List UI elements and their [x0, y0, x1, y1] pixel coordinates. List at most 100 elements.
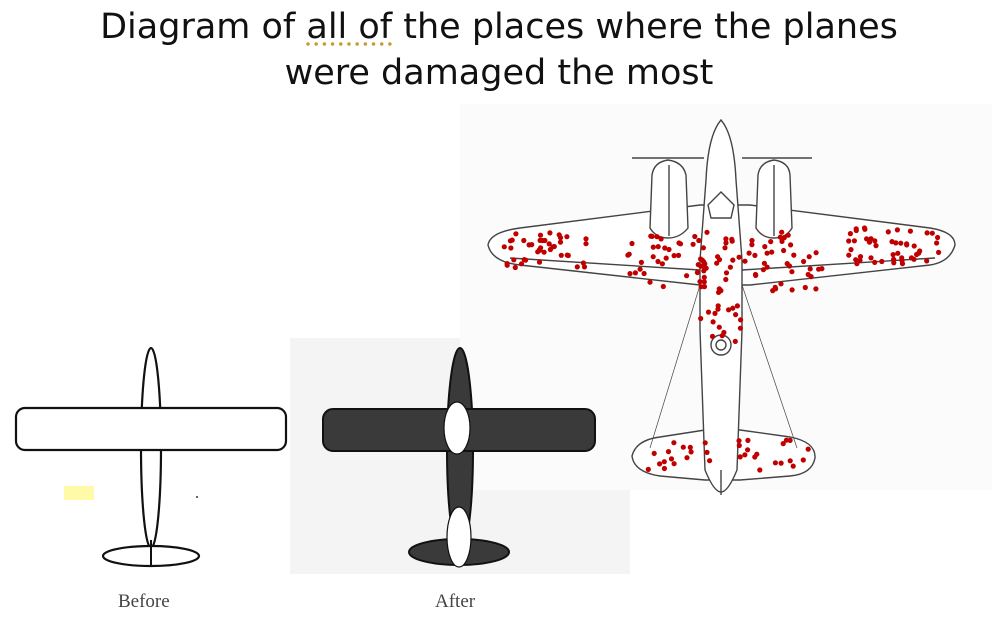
- damage-dot: [787, 458, 793, 464]
- damage-dot: [907, 228, 914, 234]
- damage-dot: [696, 237, 702, 244]
- damage-dot: [518, 261, 525, 267]
- damage-dot: [715, 306, 721, 312]
- damage-dot: [813, 250, 819, 256]
- damage-dot: [924, 230, 930, 236]
- damage-dot: [760, 267, 767, 273]
- damage-dot: [934, 240, 940, 246]
- bomber-cockpit: [707, 191, 735, 219]
- damage-dot: [661, 459, 667, 465]
- before-wing: [14, 406, 288, 452]
- damage-dot: [512, 264, 518, 271]
- damage-dot: [511, 257, 517, 263]
- damage-dot: [694, 269, 701, 276]
- damage-dot: [917, 248, 923, 254]
- damage-dot: [677, 241, 684, 247]
- damage-dot: [730, 257, 736, 263]
- damage-dot: [657, 461, 663, 467]
- damage-dot: [680, 444, 686, 450]
- damage-dot: [726, 307, 732, 313]
- after-unshaded-engine: [446, 506, 472, 568]
- damage-dot: [564, 234, 570, 240]
- damage-dot: [654, 234, 660, 240]
- damage-dot: [537, 232, 544, 238]
- damage-dot: [722, 245, 728, 251]
- damage-dot: [723, 276, 729, 283]
- damage-dot: [697, 279, 703, 285]
- damage-dot: [872, 259, 878, 265]
- damage-dot: [787, 437, 793, 443]
- damage-dot: [736, 442, 742, 449]
- damage-dot: [895, 250, 901, 256]
- damage-dot: [936, 249, 942, 255]
- damage-dot: [557, 235, 564, 241]
- damage-dot: [501, 244, 507, 250]
- damage-dot: [627, 271, 633, 277]
- damage-dot: [687, 444, 693, 450]
- damage-dot: [790, 463, 796, 469]
- damage-dot: [807, 266, 813, 272]
- damage-dot: [580, 260, 587, 266]
- damage-dot: [665, 449, 672, 455]
- damage-dot: [666, 246, 672, 253]
- damage-dot: [891, 260, 897, 266]
- damage-dot: [668, 456, 675, 462]
- damage-dot: [662, 245, 668, 251]
- damage-dot: [819, 266, 825, 272]
- damage-dot: [625, 252, 631, 258]
- damage-dot: [732, 338, 738, 344]
- damage-dot: [504, 262, 510, 268]
- damage-dot: [752, 271, 759, 278]
- damage-dot: [701, 279, 707, 285]
- damage-dot: [716, 324, 722, 330]
- damage-dot: [704, 229, 710, 235]
- damage-dot: [701, 274, 707, 280]
- damage-dot: [723, 270, 730, 276]
- damage-dot: [557, 239, 564, 245]
- damage-dot: [737, 454, 743, 460]
- damage-dot: [749, 242, 755, 248]
- damage-dot: [769, 249, 775, 255]
- damage-dot: [788, 242, 794, 248]
- damage-dot: [784, 261, 790, 267]
- title-line-1: Diagram of all of the places where the p…: [100, 7, 898, 47]
- damage-dot: [847, 231, 854, 237]
- damage-dot: [546, 241, 552, 247]
- damage-dot: [848, 247, 854, 253]
- after-caption: After: [435, 591, 476, 612]
- damage-dot: [780, 441, 786, 447]
- damage-dot: [861, 225, 868, 231]
- damage-dot: [853, 257, 859, 263]
- damage-dot: [729, 238, 735, 244]
- damage-dot: [778, 460, 784, 466]
- damage-dot: [714, 260, 720, 266]
- damage-dots: [501, 225, 942, 473]
- damage-dot: [879, 258, 885, 265]
- damage-dot: [789, 287, 795, 293]
- damage-dot: [768, 239, 774, 245]
- damage-dot: [745, 447, 751, 453]
- damage-dot: [846, 252, 852, 258]
- damage-dot: [857, 254, 864, 260]
- damage-dot: [924, 258, 930, 264]
- damage-dot: [671, 440, 677, 446]
- damage-dot: [671, 461, 677, 467]
- damage-dot: [761, 260, 768, 266]
- damage-dot: [547, 230, 553, 236]
- damage-dot: [690, 241, 696, 247]
- damage-dot: [904, 242, 910, 248]
- damage-dot: [541, 249, 547, 255]
- damage-dot: [846, 238, 852, 244]
- damage-dot: [558, 252, 564, 258]
- damage-dot: [521, 237, 527, 244]
- damage-dot: [779, 238, 785, 244]
- damage-dot: [698, 315, 704, 322]
- before-caption: Before: [118, 591, 170, 612]
- damage-dot: [929, 230, 935, 236]
- damage-dot: [641, 270, 647, 277]
- damage-dot: [754, 451, 760, 457]
- damage-dot: [698, 263, 704, 269]
- damage-dot: [698, 284, 704, 290]
- damage-dot: [854, 261, 860, 267]
